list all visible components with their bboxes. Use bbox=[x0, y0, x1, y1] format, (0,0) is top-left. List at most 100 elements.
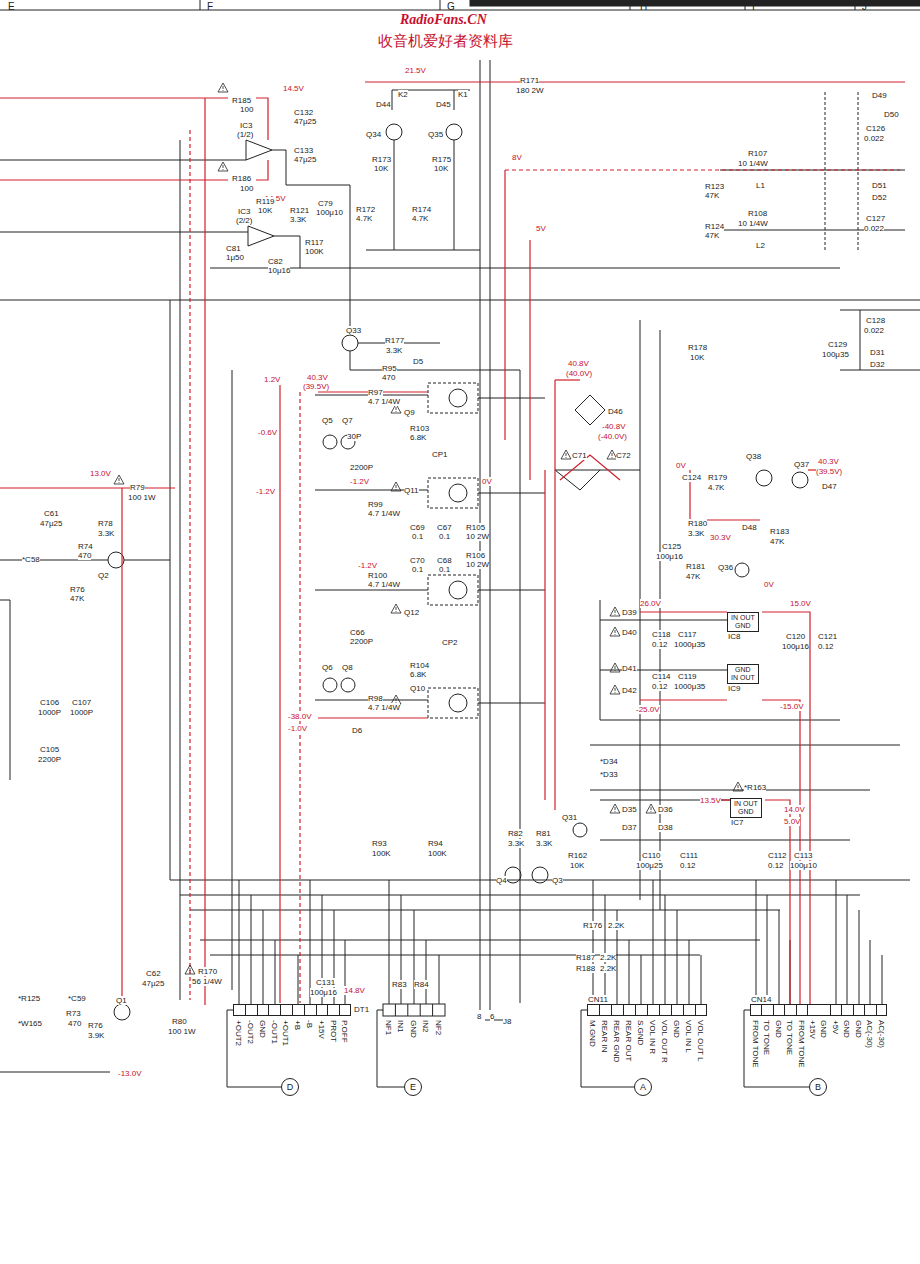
resistor-label: R121 bbox=[290, 206, 309, 215]
node-text: B bbox=[815, 1082, 821, 1092]
component-value: 1000μ35 bbox=[674, 682, 705, 691]
regulator-ic: IC8IN OUTGND bbox=[727, 612, 759, 632]
voltage-label: (39.5V) bbox=[816, 467, 842, 476]
part-name: IC8 bbox=[728, 632, 740, 641]
pin-name: REAR IN bbox=[600, 1020, 609, 1052]
component-value: 10 2W bbox=[466, 560, 489, 569]
node-text: IN OUT bbox=[731, 614, 755, 622]
capacitor-label: C81 bbox=[226, 244, 241, 253]
capacitor-label: C119 bbox=[678, 672, 697, 681]
component-value: 100μ16 bbox=[782, 642, 809, 651]
resistor-label: R186 bbox=[232, 174, 251, 183]
diode-label: D52 bbox=[872, 193, 887, 202]
resistor-label: *R125 bbox=[18, 994, 40, 1003]
voltage-label: 5.0V bbox=[784, 817, 800, 826]
resistor-label: R99 bbox=[368, 500, 383, 509]
component-value: 10 1/4W bbox=[738, 159, 768, 168]
component-value: 0.022 bbox=[864, 134, 884, 143]
diode-label: D51 bbox=[872, 181, 887, 190]
component-value: 100 1W bbox=[168, 1027, 196, 1036]
voltage-label: 30.3V bbox=[710, 533, 731, 542]
part-name: IC7 bbox=[731, 818, 743, 827]
capacitor-label: C129 bbox=[828, 340, 847, 349]
component-value: J8 bbox=[503, 1017, 511, 1026]
capacitor-label: C125 bbox=[662, 542, 681, 551]
component-value: 470 bbox=[382, 373, 395, 382]
connector-wire bbox=[744, 1010, 809, 1087]
component-value: 47K bbox=[686, 572, 700, 581]
pin-name: P.OFF bbox=[340, 1020, 349, 1043]
resistor-label: R73 bbox=[66, 1009, 81, 1018]
component-value: 30P bbox=[347, 432, 361, 441]
component-value: 470 bbox=[68, 1019, 81, 1028]
diode-label: D49 bbox=[872, 91, 887, 100]
voltage-label: 5V bbox=[536, 224, 546, 233]
part-name: CN14 bbox=[751, 995, 771, 1004]
resistor-label: R178 bbox=[688, 343, 707, 352]
transistor-label: Q10 bbox=[410, 684, 425, 693]
voltage-label: (-40.0V) bbox=[598, 432, 627, 441]
capacitor-label: C132 bbox=[294, 108, 313, 117]
watermark: RadioFans.CN bbox=[400, 12, 487, 28]
connector-strip: CN14 bbox=[750, 1004, 887, 1016]
component-value: 4.7 1/4W bbox=[368, 397, 400, 406]
transistor-label: Q34 bbox=[366, 130, 381, 139]
grid-letter: H bbox=[640, 1, 647, 12]
component-value: 2200P bbox=[38, 755, 61, 764]
resistor-label: R124 bbox=[705, 222, 724, 231]
pin-name: +5V bbox=[831, 1020, 840, 1034]
transistor-label: Q33 bbox=[346, 326, 361, 335]
resistor-label: R162 bbox=[568, 851, 587, 860]
component-value: 8 bbox=[477, 1012, 481, 1021]
resistor-label: R100 bbox=[368, 571, 387, 580]
component-value: 47K bbox=[705, 231, 719, 240]
node-text: GND bbox=[731, 666, 755, 674]
voltage-label: 0V bbox=[676, 461, 686, 470]
diode-label: D35 bbox=[622, 805, 637, 814]
pin-name: AC(-30) bbox=[877, 1020, 886, 1048]
resistor-label: R97 bbox=[368, 388, 383, 397]
component-value: 100K bbox=[428, 849, 447, 858]
component-value: 100 bbox=[240, 184, 253, 193]
component-value: 0.1 bbox=[439, 532, 450, 541]
component-value: 3.9K bbox=[88, 1031, 104, 1040]
transistor-label: Q31 bbox=[562, 813, 577, 822]
diode-label: D39 bbox=[622, 608, 637, 617]
voltage-label: 8V bbox=[512, 153, 522, 162]
pin-name: VOL IN L bbox=[684, 1020, 693, 1053]
transistor-label: Q2 bbox=[98, 571, 109, 580]
pin-name: NF1 bbox=[384, 1020, 393, 1035]
pin-name: FROM TONE bbox=[751, 1020, 760, 1068]
resistor-label: R179 bbox=[708, 473, 727, 482]
pin-name: +B bbox=[293, 1020, 302, 1030]
watermark: 收音机爱好者资料库 bbox=[378, 32, 513, 50]
voltage-label: -40.8V bbox=[602, 422, 626, 431]
resistor-label: R188 bbox=[576, 964, 595, 973]
capacitor-label: C82 bbox=[268, 257, 283, 266]
connector-strip: CN11 bbox=[587, 1004, 707, 1016]
voltage-label: 13.5V bbox=[700, 796, 721, 805]
component-value: 10 1/4W bbox=[738, 219, 768, 228]
voltage-label: -1.2V bbox=[358, 561, 377, 570]
resistor-label: R176 bbox=[583, 921, 602, 930]
resistor-label: R105 bbox=[466, 523, 485, 532]
transistor-label: Q1 bbox=[116, 996, 127, 1005]
capacitor-label: *C59 bbox=[68, 994, 86, 1003]
transistor-label: Q3 bbox=[552, 876, 563, 885]
capacitor-label: C106 bbox=[40, 698, 59, 707]
pin-name: +15V bbox=[808, 1020, 817, 1039]
diode-label: D38 bbox=[658, 823, 673, 832]
component-value: 1000μ35 bbox=[674, 640, 705, 649]
capacitor-label: C131 bbox=[316, 978, 335, 987]
voltage-label: -25.0V bbox=[636, 705, 660, 714]
voltage-label: 40.3V bbox=[307, 373, 328, 382]
pin-name: VOL OUT L bbox=[696, 1020, 705, 1061]
capacitor-label: C111 bbox=[680, 851, 698, 860]
component-value: 4.7 1/4W bbox=[368, 580, 400, 589]
component-value: IC3 bbox=[238, 207, 250, 216]
component-value: 10K bbox=[690, 353, 704, 362]
resistor-label: R79 bbox=[130, 483, 145, 492]
part-name: DT1 bbox=[354, 1005, 369, 1014]
component-value: 3.3K bbox=[688, 529, 704, 538]
capacitor-label: C126 bbox=[866, 124, 885, 133]
